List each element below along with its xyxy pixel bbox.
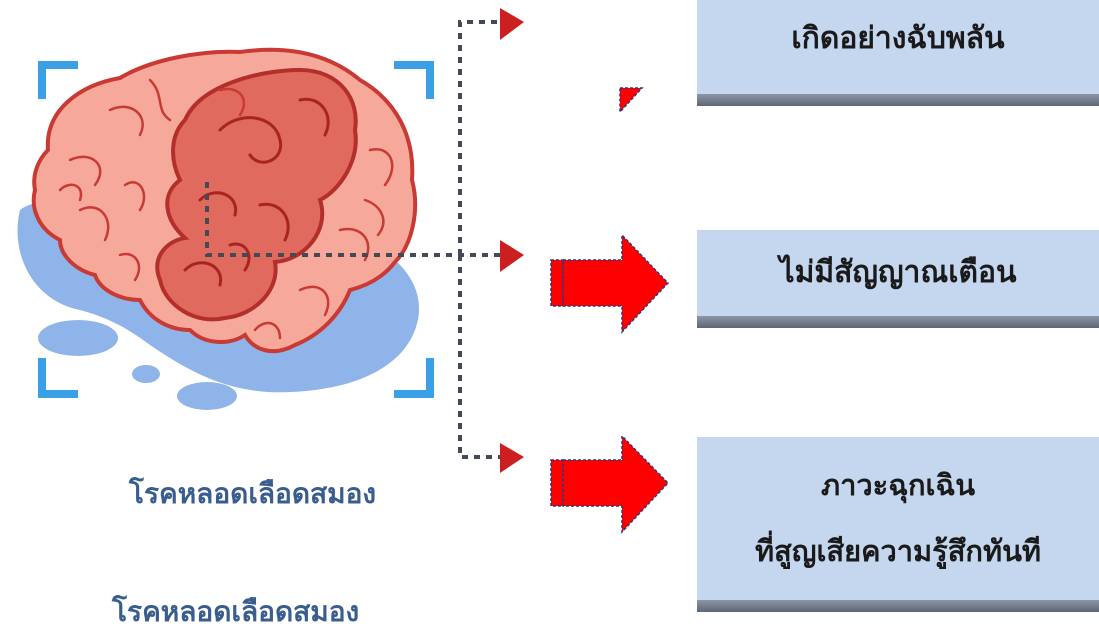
red-arrow-icon-2 [550, 233, 670, 334]
diagram-art [17, 8, 670, 534]
characteristic-box-sudden-onset: เกิดอย่างฉับพลัน [697, 0, 1099, 106]
brain-illustration [31, 47, 418, 354]
characteristic-box-emergency: ภาวะฉุกเฉิน ที่สูญเสียความรู้สึกทันที [697, 437, 1099, 612]
connector-arrowhead-2 [500, 240, 524, 272]
red-arrow-icon-1 [619, 87, 644, 114]
red-arrow-icon-3 [550, 434, 670, 534]
dotted-connector [205, 20, 500, 459]
focus-bracket-icon [38, 61, 434, 398]
connector-arrowhead-1 [500, 8, 524, 40]
characteristic-label-line2: ที่สูญเสียความรู้สึกทันที [754, 533, 1042, 568]
diagram-title-repeat-cut: โรคหลอดเลือดสมอง [112, 595, 360, 628]
connector-arrowhead-3 [500, 443, 524, 473]
diagram-title: โรคหลอดเลือดสมอง [128, 477, 377, 510]
characteristic-label: ไม่มีสัญญาณเตือน [779, 254, 1017, 290]
characteristic-label-line1: ภาวะฉุกเฉิน [820, 467, 976, 502]
characteristic-label: เกิดอย่างฉับพลัน [791, 20, 1005, 56]
characteristic-box-no-warning: ไม่มีสัญญาณเตือน [697, 230, 1099, 328]
stroke-characteristics-diagram: เกิดอย่างฉับพลัน ไม่มีสัญญาณเตือน ภาวะฉุ… [17, 0, 1099, 628]
